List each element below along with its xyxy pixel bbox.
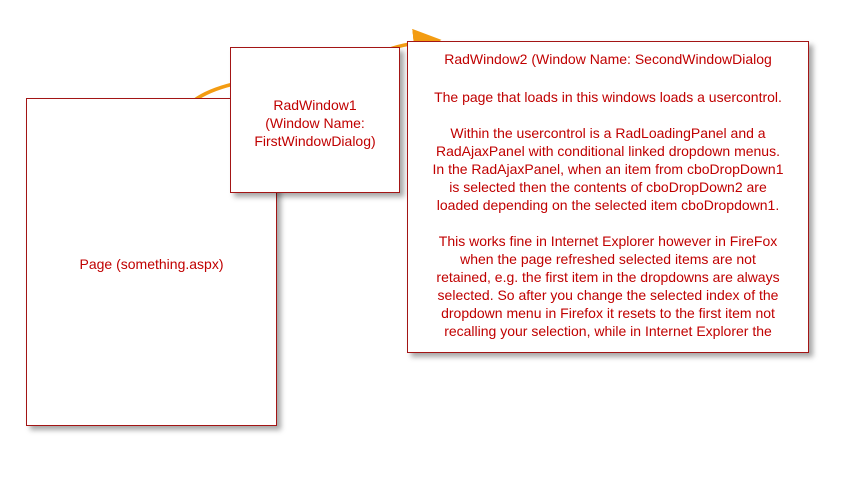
radwindow2-paragraph-3: This works fine in Internet Explorer how… (412, 232, 804, 340)
paragraph-line: RadAjaxPanel with conditional linked dro… (436, 143, 780, 159)
paragraph-line: dropdown menu in Firefox it resets to th… (441, 305, 775, 321)
page-label: Page (something.aspx) (79, 256, 224, 272)
paragraph-line: This works fine in Internet Explorer how… (438, 233, 778, 249)
paragraph-line: selected. So after you change the select… (437, 287, 779, 303)
radwindow2-box: RadWindow2 (Window Name: SecondWindowDia… (407, 41, 809, 353)
radwindow2-paragraph-2: Within the usercontrol is a RadLoadingPa… (412, 124, 804, 214)
radwindow1-label-line: FirstWindowDialog) (254, 133, 376, 149)
radwindow2-paragraph-1: The page that loads in this windows load… (412, 88, 804, 106)
paragraph-line: retained, e.g. the first item in the dro… (436, 269, 780, 285)
paragraph-line: recalling your selection, while in Inter… (444, 323, 772, 339)
paragraph-line: loaded depending on the selected item cb… (436, 197, 780, 213)
radwindow1-box: RadWindow1 (Window Name: FirstWindowDial… (230, 47, 400, 193)
paragraph-line: Within the usercontrol is a RadLoadingPa… (450, 125, 766, 141)
paragraph-line: The page that loads in this windows load… (434, 89, 782, 105)
radwindow1-label-line: (Window Name: (265, 115, 365, 131)
paragraph-line: is selected then the contents of cboDrop… (449, 179, 767, 195)
radwindow1-label-line: RadWindow1 (273, 97, 357, 113)
paragraph-line: when the page refreshed selected items a… (460, 251, 756, 267)
paragraph-line: In the RadAjaxPanel, when an item from c… (432, 161, 784, 177)
radwindow2-title: RadWindow2 (Window Name: SecondWindowDia… (444, 51, 772, 67)
radwindow1-label: RadWindow1 (Window Name: FirstWindowDial… (231, 96, 399, 150)
